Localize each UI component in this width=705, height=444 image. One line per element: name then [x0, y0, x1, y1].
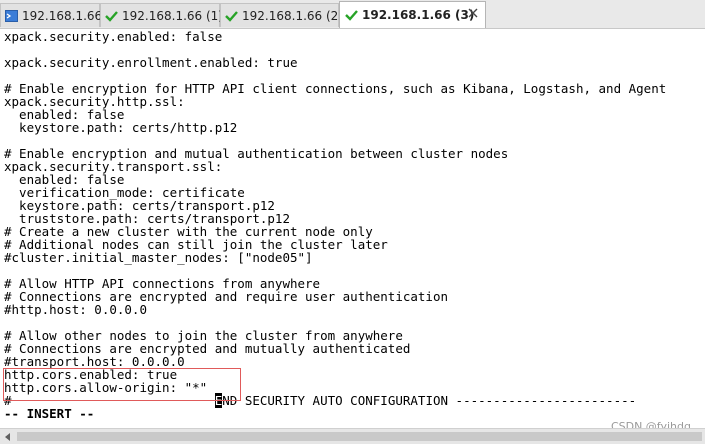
terminal-line: xpack.security.enrollment.enabled: true [4, 55, 298, 70]
terminal-line: enabled: false [4, 172, 125, 187]
terminal-line: #transport.host: 0.0.0.0 [4, 354, 185, 369]
check-icon [105, 9, 118, 23]
tab-label: 192.168.1.66 (3) [362, 8, 475, 22]
terminal-line: # Allow other nodes to join the cluster … [4, 328, 403, 343]
terminal-line: #cluster.initial_master_nodes: ["node05"… [4, 250, 313, 265]
tab-session-3[interactable]: 192.168.1.66 (2) [220, 3, 343, 27]
tab-bar: 192.168.1.66 192.168.1.66 (1) 192.168.1.… [0, 0, 705, 29]
terminal-line: keystore.path: certs/http.p12 [4, 120, 238, 135]
terminal-line: # Allow HTTP API connections from anywhe… [4, 276, 321, 291]
terminal-line: http.cors.enabled: true [4, 367, 178, 382]
check-icon [344, 8, 358, 22]
horizontal-scrollbar[interactable] [0, 428, 705, 444]
tab-session-2[interactable]: 192.168.1.66 (1) [100, 3, 223, 27]
terminal-line: # Connections are encrypted and mutually… [4, 341, 411, 356]
terminal-line: enabled: false [4, 107, 125, 122]
terminal-line: xpack.security.transport.ssl: [4, 159, 223, 174]
check-icon [225, 9, 238, 23]
terminal-line: # Enable encryption and mutual authentic… [4, 146, 509, 161]
terminal-line: keystore.path: certs/transport.p12 [4, 198, 275, 213]
terminal-content[interactable]: xpack.security.enabled: false xpack.secu… [0, 29, 705, 423]
scroll-left-icon[interactable] [0, 429, 15, 444]
terminal-line: xpack.security.enabled: false [4, 29, 223, 44]
tab-label: 192.168.1.66 (1) [122, 8, 223, 23]
terminal-line: xpack.security.http.ssl: [4, 94, 185, 109]
tab-label: 192.168.1.66 [22, 8, 103, 23]
terminal-line: #http.host: 0.0.0.0 [4, 302, 147, 317]
scrollbar-thumb[interactable] [17, 432, 702, 441]
terminal-line: # Connections are encrypted and require … [4, 289, 449, 304]
highlight-box [3, 368, 241, 401]
terminal-line: http.cors.allow-origin: "*" [4, 380, 208, 395]
tab-session-1[interactable]: 192.168.1.66 [0, 3, 103, 27]
close-icon[interactable] [467, 7, 479, 19]
terminal-line: truststore.path: certs/transport.p12 [4, 211, 290, 226]
terminal-line: verification_mode: certificate [4, 185, 245, 200]
vim-mode-indicator: -- INSERT -- [4, 406, 95, 421]
tab-session-4[interactable]: 192.168.1.66 (3) [339, 1, 486, 28]
terminal-line: # Enable encryption for HTTP API client … [4, 81, 667, 96]
terminal-line: # Additional nodes can still join the cl… [4, 237, 388, 252]
terminal-icon [5, 9, 18, 23]
tab-label: 192.168.1.66 (2) [242, 8, 343, 23]
terminal-line: # Create a new cluster with the current … [4, 224, 373, 239]
line-end: ND SECURITY AUTO CONFIGURATION ---------… [222, 393, 637, 408]
